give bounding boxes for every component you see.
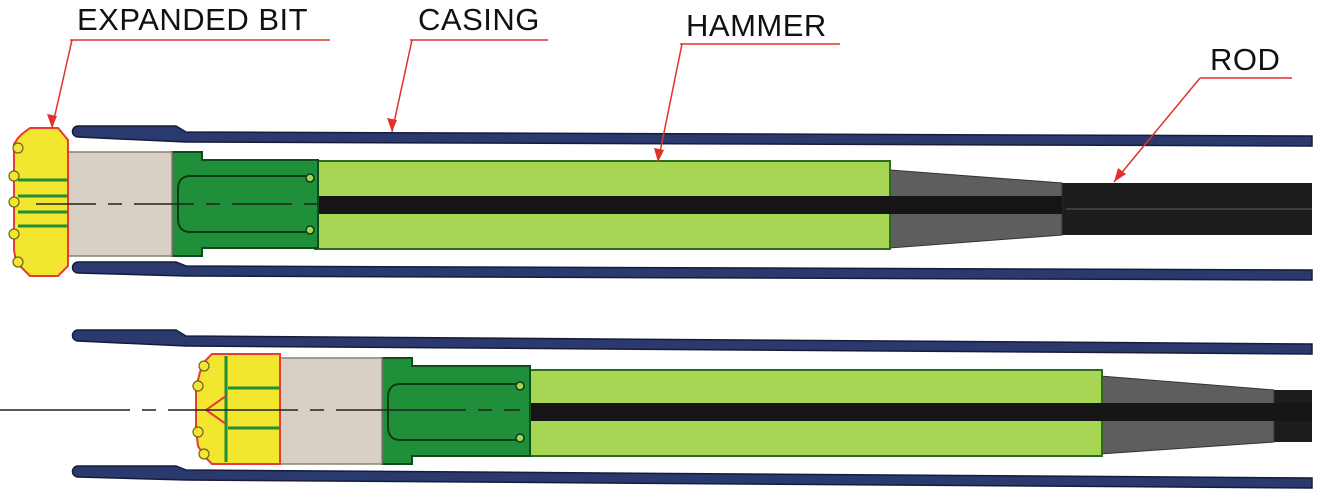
arrow-expanded-bit — [47, 114, 57, 128]
label-casing: CASING — [418, 2, 540, 37]
upper-bit-grooves — [18, 178, 68, 228]
lower-sleeve — [279, 357, 383, 465]
upper-casing-bottom-wall — [71, 261, 1313, 281]
leader-rod — [1113, 77, 1201, 183]
leader-expanded-bit — [51, 39, 73, 129]
label-hammer: HAMMER — [686, 8, 827, 43]
lower-casing — [71, 329, 1313, 489]
lower-hammer-core — [526, 403, 1312, 421]
upper-expanded-bit — [13, 127, 69, 277]
label-rod: ROD — [1210, 42, 1280, 77]
lower-casing-top-wall — [71, 329, 1313, 355]
lower-hammer-head — [381, 357, 531, 465]
callouts: EXPANDED BIT CASING HAMMER ROD — [47, 2, 1292, 183]
upper-port-top — [305, 173, 315, 183]
leader-hammer — [657, 43, 683, 163]
upper-casing — [71, 125, 1313, 281]
lower-bit-grooves — [228, 386, 280, 430]
upper-assembly — [8, 125, 1313, 281]
upper-hammer-core — [315, 196, 1062, 214]
lower-assembly — [0, 329, 1313, 489]
upper-bit-buttons — [8, 142, 24, 268]
lower-port-top — [515, 381, 525, 391]
arrow-hammer — [654, 148, 664, 162]
upper-port-bottom — [305, 225, 315, 235]
arrow-casing — [387, 118, 397, 132]
lower-hammer-head-detail — [387, 383, 520, 441]
lower-casing-bottom-wall — [71, 465, 1313, 489]
upper-casing-top-wall — [71, 125, 1313, 147]
arrow-rod — [1114, 168, 1126, 182]
lower-port-bottom — [515, 433, 525, 443]
lower-bit-buttons — [192, 360, 210, 460]
leader-casing — [391, 39, 413, 133]
label-expanded-bit: EXPANDED BIT — [77, 2, 308, 37]
